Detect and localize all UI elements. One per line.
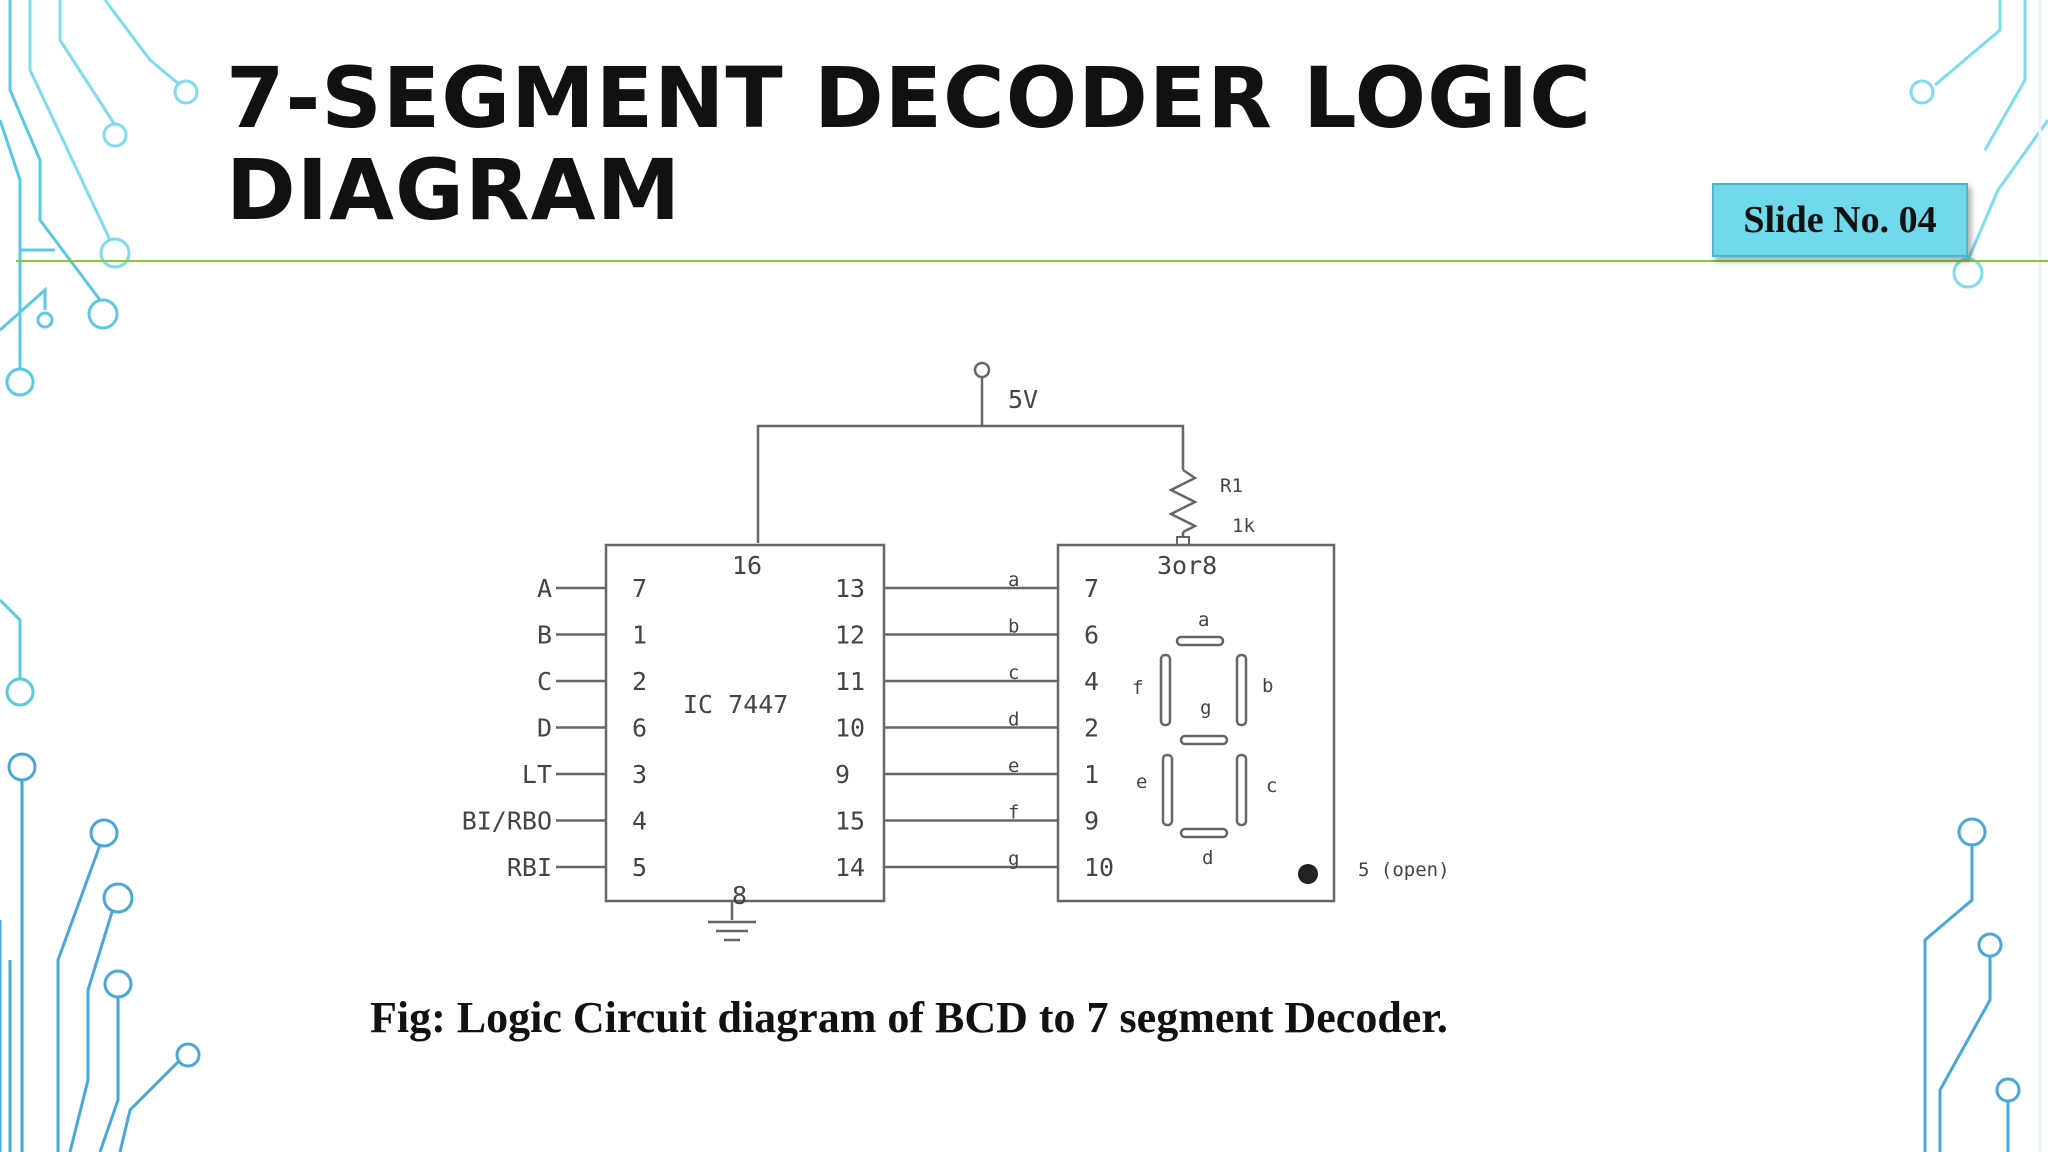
seven-segment-digit-icon: [1159, 635, 1248, 839]
seven-segment-display-body: [1056, 543, 1336, 903]
decoder-input-pin: 4: [632, 807, 647, 836]
segment-label-d: d: [1202, 847, 1213, 869]
display-input-pin: 2: [1084, 714, 1099, 743]
input-signal-label: B: [537, 621, 552, 650]
decoder-gnd-pin: 8: [732, 881, 747, 910]
decimal-point-icon: [1298, 864, 1318, 884]
input-signal-label: D: [537, 714, 552, 743]
decoder-ic-body: [604, 543, 886, 903]
input-signal-label: C: [537, 667, 552, 696]
segment-label-c: c: [1266, 775, 1277, 797]
decoder-input-pin: 3: [632, 760, 647, 789]
decoder-output-pin: 14: [835, 853, 865, 882]
display-common-pin: 3or8: [1157, 551, 1217, 580]
ground-icon: [708, 901, 756, 942]
title-line-2: DIAGRAM: [226, 141, 682, 239]
segment-line-label: g: [1008, 848, 1019, 870]
title-line-1: 7-SEGMENT DECODER LOGIC: [226, 49, 1592, 147]
segment-line-label: e: [1008, 755, 1019, 777]
segment-label-a: a: [1198, 609, 1209, 631]
decoder-vcc-pin: 16: [732, 551, 762, 580]
decoder-input-pin: 7: [632, 574, 647, 603]
decoder-input-pin: 6: [632, 714, 647, 743]
display-input-pin: 9: [1084, 807, 1099, 836]
segment-label-e: e: [1136, 771, 1147, 793]
input-signal-label: LT: [522, 760, 552, 789]
supply-terminal-icon: [973, 361, 991, 379]
input-signal-label: RBI: [507, 853, 552, 882]
resistor-name: R1: [1220, 475, 1243, 497]
decoder-output-pin: 11: [835, 667, 865, 696]
decoder-output-rows: 13 a 7 12 b 6 11 c 4 10 d 2 9 e 1 15 f 9 14 g 10: [835, 569, 1114, 882]
figure-caption: Fig: Logic Circuit diagram of BCD to 7 s…: [370, 993, 1448, 1042]
decoder-input-pin: 1: [632, 621, 647, 650]
display-input-pin: 4: [1084, 667, 1099, 696]
segment-label-g: g: [1200, 697, 1211, 719]
display-input-pin: 7: [1084, 574, 1099, 603]
vcc-bus-wire: [756, 424, 1185, 543]
segment-label-f: f: [1132, 677, 1143, 699]
input-signal-label: A: [537, 574, 552, 603]
display-input-pin: 10: [1084, 853, 1114, 882]
input-signal-label: BI/RBO: [462, 807, 552, 836]
supply-label: 5V: [1008, 385, 1038, 414]
slide-number-badge: Slide No. 04: [1712, 183, 1968, 257]
decoder-output-pin: 13: [835, 574, 865, 603]
segment-line-label: b: [1008, 616, 1019, 638]
segment-line-label: c: [1008, 662, 1019, 684]
display-input-pin: 1: [1084, 760, 1099, 789]
title-divider: [16, 260, 2048, 262]
decoder-output-pin: 15: [835, 807, 865, 836]
segment-line-label: a: [1008, 569, 1019, 591]
decoder-input-pin: 5: [632, 853, 647, 882]
decoder-output-pin: 12: [835, 621, 865, 650]
decoder-label: IC 7447: [683, 690, 788, 719]
resistor-icon: [1168, 468, 1198, 534]
decoder-output-pin: 10: [835, 714, 865, 743]
resistor-value: 1k: [1232, 515, 1255, 537]
display-input-pin: 6: [1084, 621, 1099, 650]
decoder-output-pin: 9: [835, 760, 850, 789]
segment-line-label: d: [1008, 709, 1019, 731]
segment-label-b: b: [1262, 675, 1273, 697]
decoder-input-pin: 2: [632, 667, 647, 696]
decimal-point-note: 5 (open): [1358, 859, 1450, 881]
page-title: 7-SEGMENT DECODER LOGIC DIAGRAM: [226, 52, 1592, 236]
segment-line-label: f: [1008, 802, 1019, 824]
